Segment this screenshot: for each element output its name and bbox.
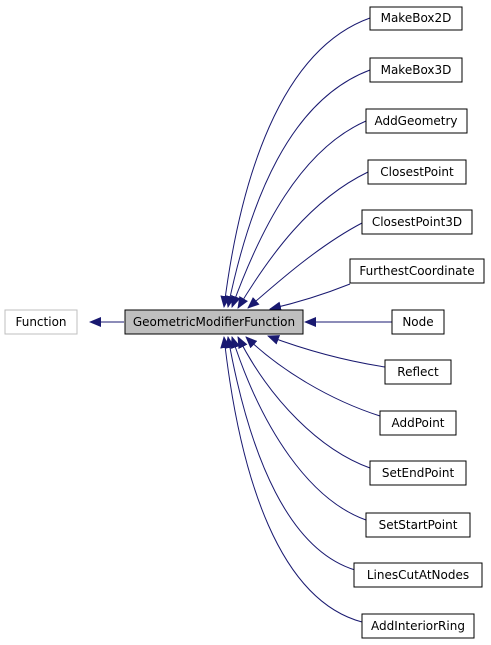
class-nodes: Function GeometricModifierFunction MakeB… bbox=[4, 6, 485, 639]
node-label: GeometricModifierFunction bbox=[133, 315, 295, 329]
edge-furthestcoordinate bbox=[269, 283, 351, 312]
node-label: AddGeometry bbox=[374, 114, 457, 128]
node-reflect[interactable]: Reflect bbox=[384, 359, 452, 385]
node-label: FurthestCoordinate bbox=[359, 264, 474, 278]
node-node[interactable]: Node bbox=[391, 309, 445, 335]
node-label: ClosestPoint3D bbox=[372, 215, 462, 229]
node-base-function[interactable]: Function bbox=[4, 309, 78, 335]
node-addpoint[interactable]: AddPoint bbox=[379, 410, 457, 436]
node-label: SetStartPoint bbox=[379, 518, 458, 532]
node-closestpoint[interactable]: ClosestPoint bbox=[367, 159, 467, 185]
node-label: Reflect bbox=[397, 365, 439, 379]
edge-setstartpoint bbox=[230, 336, 367, 521]
edge-closestpoint3d bbox=[247, 222, 363, 309]
node-label: LinesCutAtNodes bbox=[367, 568, 469, 582]
node-closestpoint3d[interactable]: ClosestPoint3D bbox=[361, 209, 473, 235]
edge-linescutatnodes bbox=[225, 336, 356, 571]
edge-addpoint bbox=[245, 336, 381, 417]
node-addinteriorring[interactable]: AddInteriorRing bbox=[361, 613, 475, 639]
node-setendpoint[interactable]: SetEndPoint bbox=[369, 460, 467, 486]
node-label: Node bbox=[402, 315, 433, 329]
node-setstartpoint[interactable]: SetStartPoint bbox=[365, 512, 471, 538]
edge-closestpoint bbox=[237, 171, 369, 309]
edge-reflect bbox=[267, 335, 386, 368]
edge-addinteriorring bbox=[220, 336, 363, 623]
edge-addgeometry bbox=[231, 120, 367, 308]
node-label: MakeBox2D bbox=[381, 11, 452, 25]
node-label: SetEndPoint bbox=[382, 466, 455, 480]
node-furthestcoordinate[interactable]: FurthestCoordinate bbox=[349, 258, 485, 284]
edge-makebox3d bbox=[225, 69, 371, 308]
edge-makebox2d bbox=[220, 17, 371, 308]
node-focus-geometricmodifierfunction[interactable]: GeometricModifierFunction bbox=[124, 309, 304, 335]
node-makebox3d[interactable]: MakeBox3D bbox=[369, 57, 463, 83]
node-addgeometry[interactable]: AddGeometry bbox=[365, 108, 468, 134]
node-label: AddInteriorRing bbox=[371, 619, 465, 633]
node-linescutatnodes[interactable]: LinesCutAtNodes bbox=[353, 562, 483, 588]
node-makebox2d[interactable]: MakeBox2D bbox=[369, 6, 463, 31]
node-label: MakeBox3D bbox=[381, 63, 452, 77]
node-label: ClosestPoint bbox=[380, 165, 454, 179]
inheritance-edges bbox=[89, 17, 392, 623]
node-label: Function bbox=[15, 315, 66, 329]
node-label: AddPoint bbox=[391, 416, 444, 430]
edge-setendpoint bbox=[237, 336, 371, 469]
